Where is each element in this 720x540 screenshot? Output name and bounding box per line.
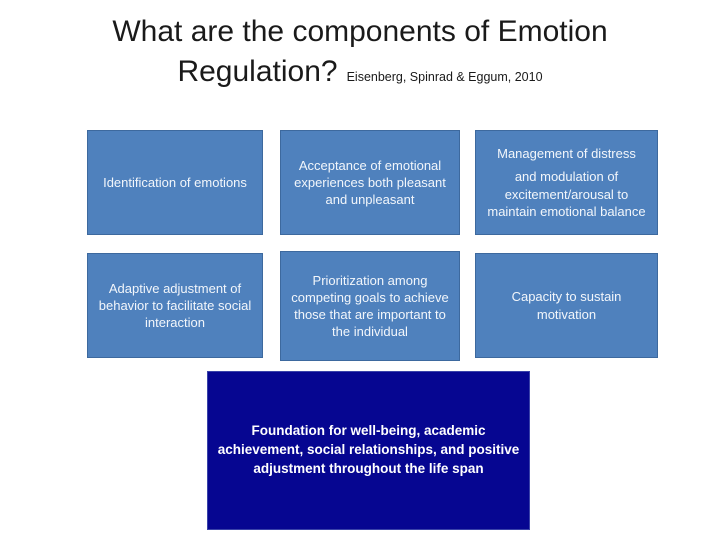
component-box-acceptance: Acceptance of emotional experiences both… <box>280 130 460 235</box>
component-box-capacity: Capacity to sustain motivation <box>475 253 658 358</box>
citation-text: Eisenberg, Spinrad & Eggum, 2010 <box>346 69 543 84</box>
component-box-identification: Identification of emotions <box>87 130 263 235</box>
title-line-1: What are the components of Emotion <box>112 15 608 48</box>
box-text-line-1: Management of distress <box>497 146 636 162</box>
box-text: Acceptance of emotional experiences both… <box>294 157 446 208</box>
slide-title: What are the components of Emotion Regul… <box>0 12 720 91</box>
box-text: Identification of emotions <box>103 174 247 190</box>
component-box-management: Management of distress and modulation of… <box>475 130 658 235</box>
box-text: Adaptive adjustment of behavior to facil… <box>98 280 252 331</box>
title-line-2: Regulation? Eisenberg, Spinrad & Eggum, 2… <box>0 52 720 92</box>
foundation-box-text: Foundation for well-being, academic achi… <box>217 423 520 476</box>
component-box-prioritization: Prioritization among competing goals to … <box>280 251 460 361</box>
box-text: Prioritization among competing goals to … <box>291 272 449 340</box>
box-text: Capacity to sustain motivation <box>511 289 622 322</box>
foundation-box: Foundation for well-being, academic achi… <box>207 371 530 530</box>
box-text-line-2: and modulation of excitement/arousal to … <box>487 169 646 219</box>
title-line-2-text: Regulation? <box>177 54 338 88</box>
component-box-adaptive: Adaptive adjustment of behavior to facil… <box>87 253 263 358</box>
